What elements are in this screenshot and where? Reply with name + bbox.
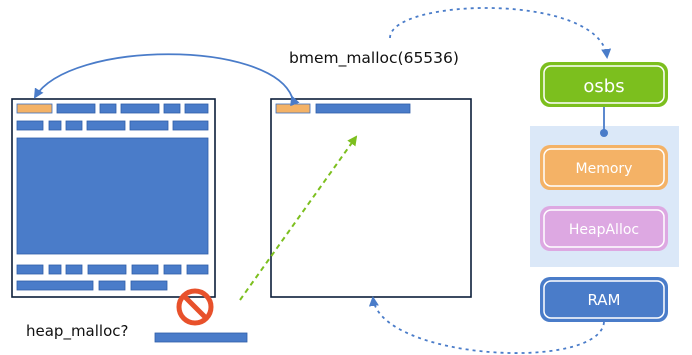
allocation-arrow	[239, 135, 358, 301]
status-block	[48, 264, 62, 275]
status-block	[87, 264, 127, 275]
heapalloc-box	[540, 206, 668, 251]
left-window	[11, 98, 216, 298]
toolbar-block	[99, 103, 117, 114]
status-block	[98, 280, 126, 291]
connector-dot	[600, 129, 608, 137]
active-tab	[16, 103, 53, 114]
toolbar-block	[65, 120, 83, 131]
requested-block	[154, 332, 248, 343]
status-block	[131, 264, 159, 275]
link-arrow	[33, 53, 300, 107]
toolbar-block	[163, 103, 181, 114]
active-tab	[275, 103, 311, 114]
status-block	[16, 280, 94, 291]
memory-box	[540, 145, 668, 190]
call-label: bmem_malloc(65536)	[289, 49, 459, 68]
toolbar-block	[120, 103, 160, 114]
osbs-label: osbs	[583, 76, 624, 97]
no-entry-icon	[176, 288, 214, 326]
question-label: heap_malloc?	[26, 322, 128, 341]
toolbar-block	[184, 103, 209, 114]
status-block	[65, 264, 83, 275]
osbs-box	[540, 62, 668, 107]
content-area	[16, 137, 209, 255]
status-block	[16, 264, 44, 275]
ram-label: RAM	[587, 291, 620, 309]
status-block	[186, 264, 209, 275]
toolbar-block	[48, 120, 62, 131]
heapalloc-label: HeapAlloc	[569, 222, 639, 238]
status-block	[163, 264, 182, 275]
status-block	[130, 280, 168, 291]
toolbar-block	[172, 120, 209, 131]
ram-box	[540, 277, 668, 322]
toolbar-block	[129, 120, 169, 131]
toolbar-block	[56, 103, 96, 114]
right-window	[270, 98, 472, 298]
allocated-block	[315, 103, 411, 114]
memory-label: Memory	[576, 161, 633, 177]
toolbar-block	[16, 120, 44, 131]
toolbar-block	[86, 120, 126, 131]
return-arrow	[368, 296, 605, 354]
